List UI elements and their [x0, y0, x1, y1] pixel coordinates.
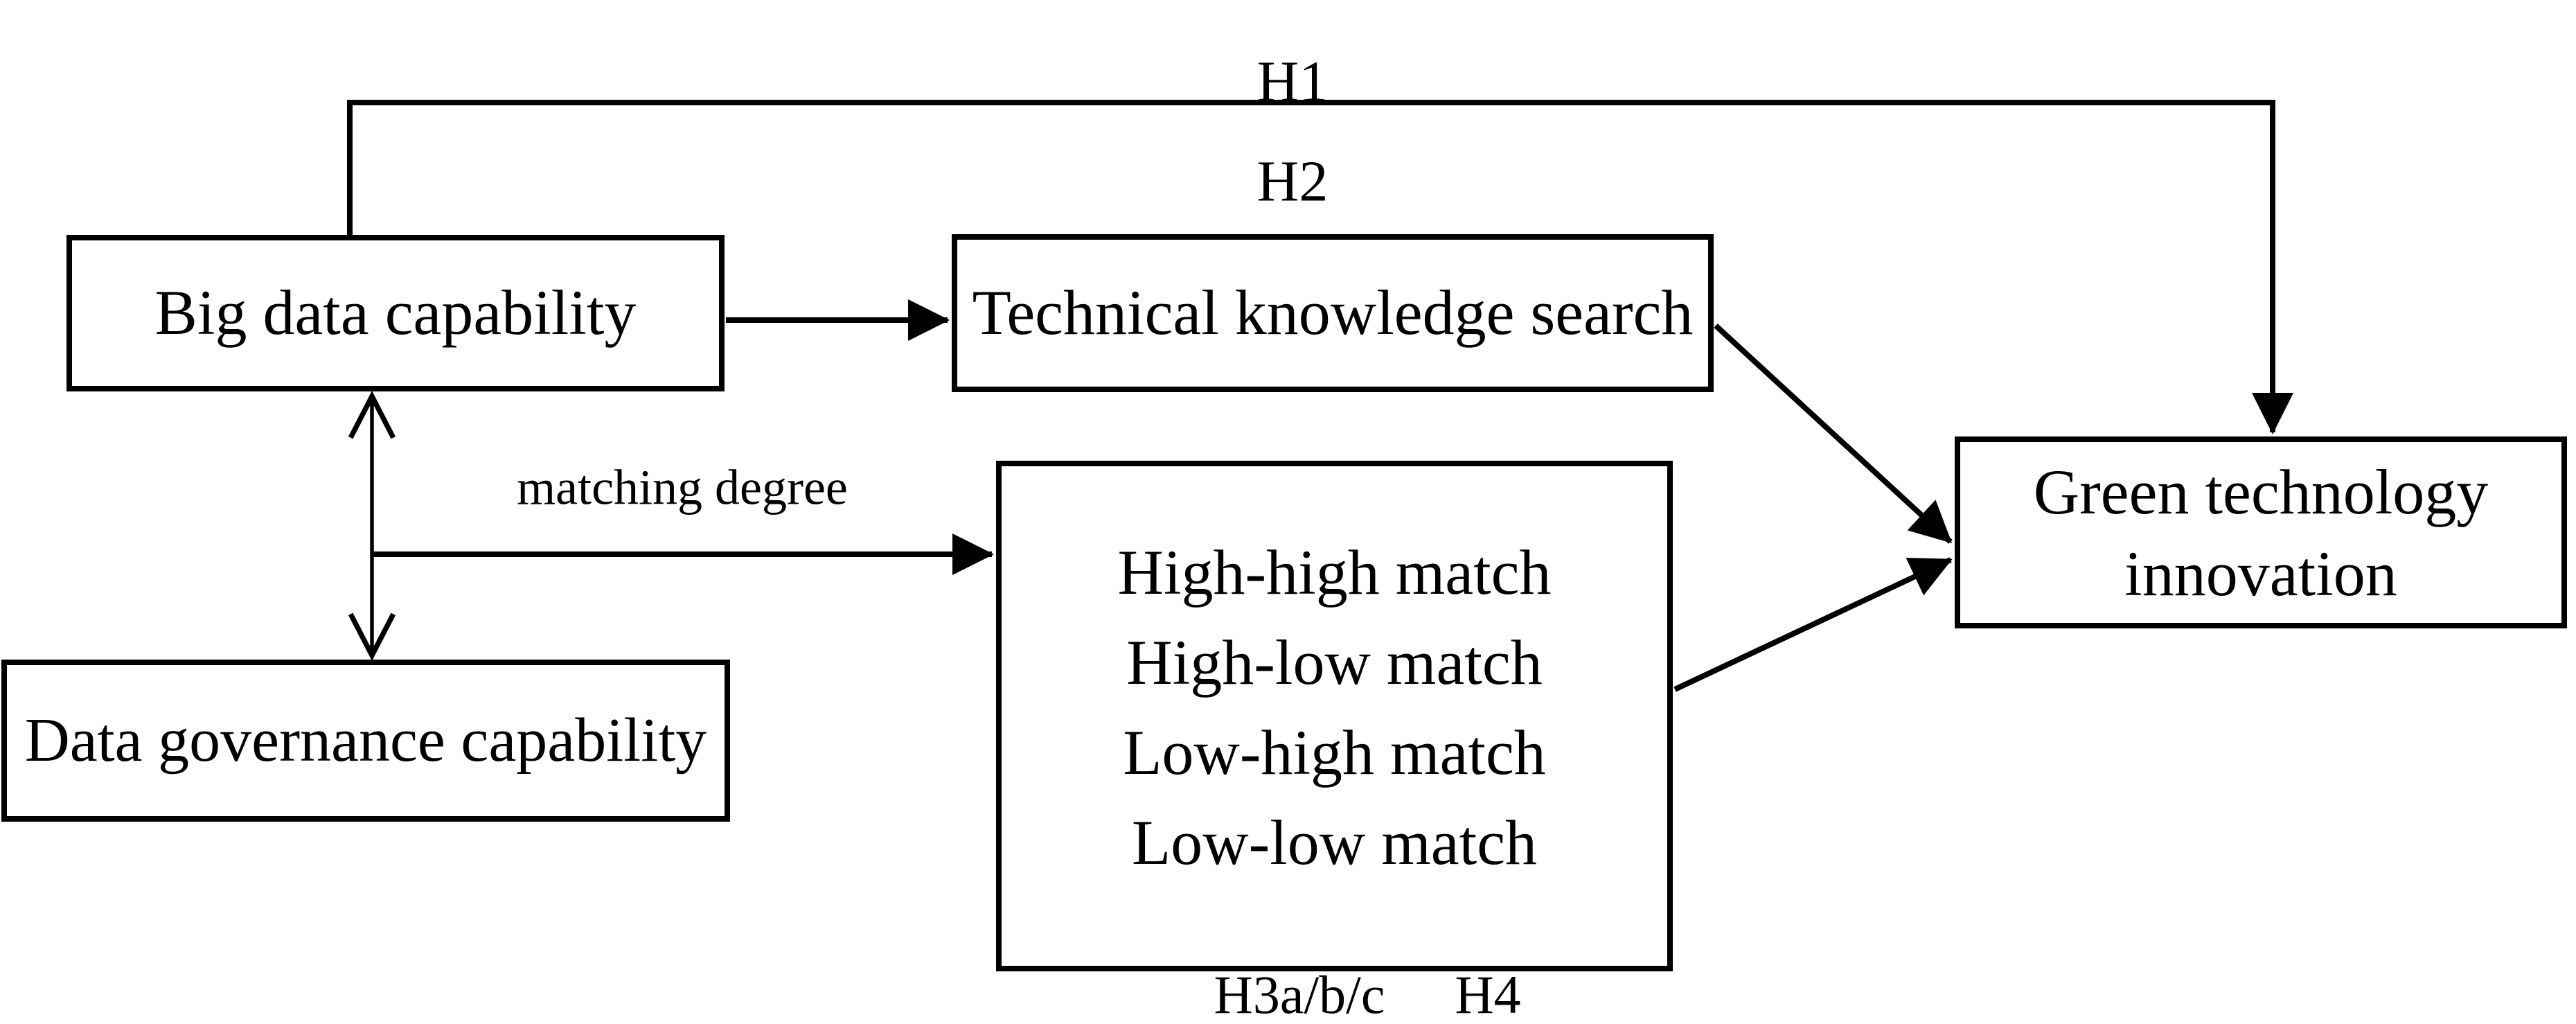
h4-label: H4 — [1455, 964, 1521, 1024]
big-data-capability-box: Big data capability — [66, 235, 725, 391]
green-technology-innovation-box: Green technology innovation — [1955, 436, 2567, 628]
match-line-high-high: High-high match — [1117, 537, 1552, 608]
data-governance-capability-box: Data governance capability — [1, 660, 730, 822]
technical-knowledge-search-label: Technical knowledge search — [972, 277, 1694, 348]
green-technology-innovation-label-line2: innovation — [2124, 538, 2397, 609]
h3abc-label: H3a/b/c — [1214, 964, 1385, 1024]
h1-arrow — [347, 100, 2293, 434]
h2-label: H2 — [1256, 149, 1329, 214]
search-to-innovation-arrow — [1714, 324, 1953, 544]
technical-knowledge-search-box: Technical knowledge search — [952, 234, 1714, 392]
matching-degree-label: matching degree — [517, 459, 848, 515]
match-to-innovation-arrow — [1673, 557, 1953, 692]
data-governance-capability-label: Data governance capability — [24, 706, 707, 775]
match-line-low-high: Low-high match — [1123, 717, 1546, 788]
match-line-high-low: High-low match — [1126, 627, 1543, 698]
green-technology-innovation-label-line1: Green technology — [2033, 456, 2489, 527]
match-types-box: High-high match High-low match Low-high … — [996, 461, 1673, 971]
match-line-low-low: Low-low match — [1131, 807, 1538, 878]
big-data-capability-label: Big data capability — [154, 277, 637, 348]
h1-label: H1 — [1256, 49, 1329, 114]
